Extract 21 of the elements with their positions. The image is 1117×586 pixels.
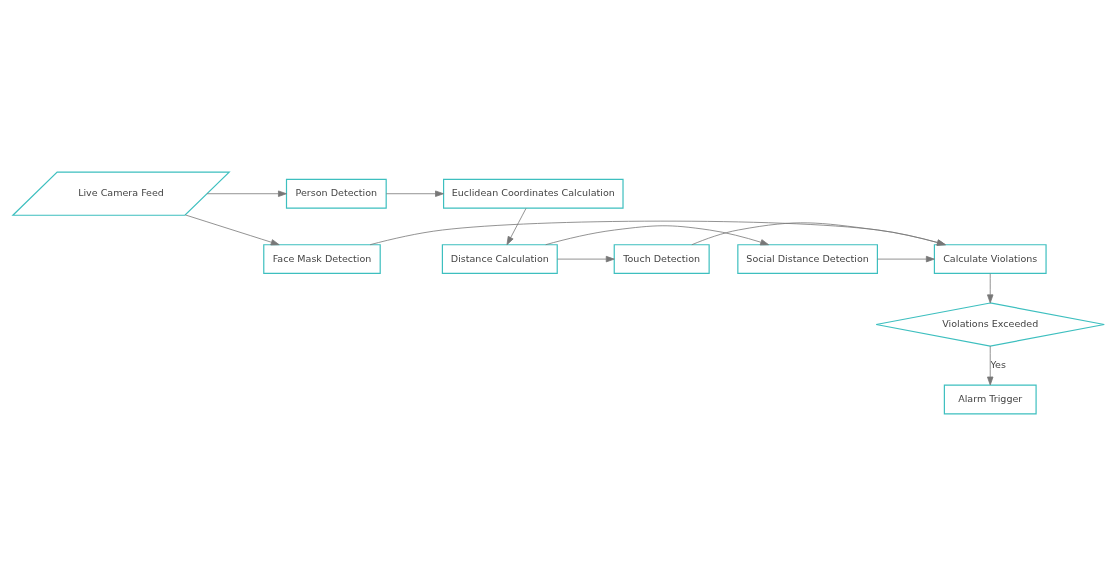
arrow	[545, 225, 769, 246]
node-diamond: Violations Exceeded	[875, 302, 1105, 347]
arrow	[691, 222, 946, 246]
arrow	[877, 255, 935, 263]
arrow	[385, 190, 444, 197]
arrow	[369, 220, 946, 246]
node-box: Alarm Trigger	[943, 384, 1037, 415]
node-box: Person Detection	[285, 178, 387, 209]
arrow	[987, 273, 994, 304]
node-box: Calculate Violations	[933, 244, 1047, 275]
node-box: Touch Detection	[613, 244, 710, 275]
node-box: Social Distance Detection	[737, 244, 878, 275]
arrow	[185, 214, 280, 246]
arrow	[506, 207, 527, 246]
node-box: Distance Calculation	[441, 244, 558, 275]
node-box: Euclidean Coordinates Calculation	[443, 178, 624, 209]
node-box: Face Mask Detection	[263, 244, 381, 275]
arrow	[987, 345, 994, 386]
edge-label: Yes	[990, 359, 1006, 371]
arrow	[556, 255, 615, 263]
arrow	[206, 190, 287, 197]
